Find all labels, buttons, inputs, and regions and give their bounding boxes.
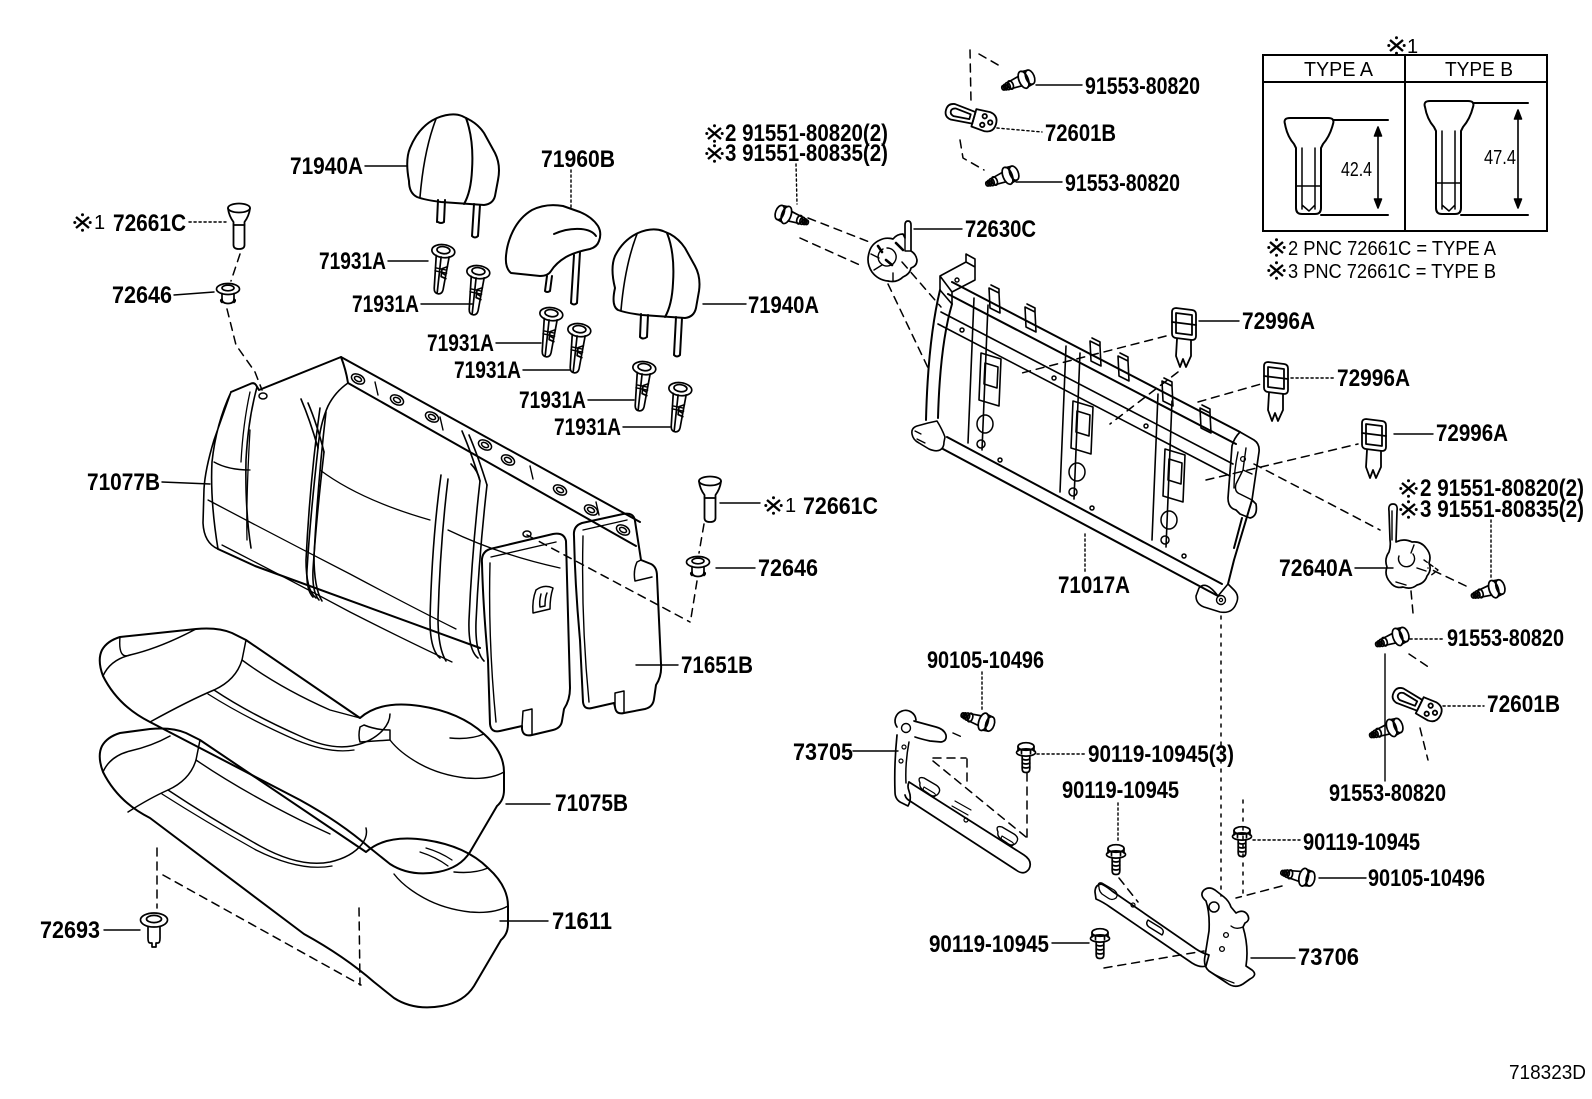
svg-text:91553-80820: 91553-80820 [1065, 170, 1180, 197]
svg-text:71075B: 71075B [555, 790, 628, 817]
svg-text:71651B: 71651B [681, 652, 753, 679]
svg-text:42.4: 42.4 [1341, 159, 1372, 181]
svg-text:TYPE B: TYPE B [1445, 59, 1513, 81]
svg-text:90105-10496: 90105-10496 [1368, 865, 1485, 892]
svg-text:72693: 72693 [40, 917, 100, 944]
svg-text:90119-10945: 90119-10945 [1062, 777, 1179, 804]
svg-text:TYPE A: TYPE A [1304, 59, 1374, 81]
svg-text:71077B: 71077B [87, 469, 160, 496]
svg-text:90119-10945: 90119-10945 [1303, 829, 1420, 856]
svg-text:72996A: 72996A [1436, 420, 1508, 447]
svg-text:2 91551-80820(2): 2 91551-80820(2) [1420, 475, 1584, 502]
svg-text:90105-10496: 90105-10496 [927, 647, 1044, 674]
svg-text:72630C: 72630C [965, 216, 1036, 243]
svg-text:71960B: 71960B [541, 146, 615, 173]
svg-text:72661C: 72661C [113, 210, 186, 237]
svg-text:71611: 71611 [552, 908, 612, 935]
svg-text:72996A: 72996A [1337, 365, 1410, 392]
svg-text:72601B: 72601B [1045, 120, 1116, 147]
svg-text:718323D: 718323D [1509, 1062, 1586, 1084]
svg-text:71017A: 71017A [1058, 572, 1130, 599]
svg-text:72661C: 72661C [803, 493, 878, 520]
svg-text:1: 1 [94, 212, 105, 234]
svg-text:71940A: 71940A [290, 153, 363, 180]
svg-text:71931A: 71931A [427, 330, 494, 357]
svg-text:73706: 73706 [1298, 944, 1359, 971]
svg-text:3 PNC 72661C = TYPE B: 3 PNC 72661C = TYPE B [1288, 261, 1496, 283]
svg-text:71931A: 71931A [319, 248, 386, 275]
svg-text:71931A: 71931A [519, 387, 586, 414]
svg-text:3 91551-80835(2): 3 91551-80835(2) [725, 140, 888, 167]
svg-text:71940A: 71940A [748, 292, 819, 319]
svg-text:71931A: 71931A [554, 414, 621, 441]
svg-text:72996A: 72996A [1242, 308, 1315, 335]
svg-text:1: 1 [785, 495, 796, 517]
svg-text:90119-10945(3): 90119-10945(3) [1088, 741, 1234, 768]
svg-text:2 PNC 72661C = TYPE A: 2 PNC 72661C = TYPE A [1288, 238, 1497, 260]
svg-text:47.4: 47.4 [1484, 147, 1516, 169]
svg-text:91553-80820: 91553-80820 [1085, 73, 1200, 100]
svg-text:73705: 73705 [793, 739, 853, 766]
svg-text:72601B: 72601B [1487, 691, 1560, 718]
svg-text:3 91551-80835(2): 3 91551-80835(2) [1420, 496, 1584, 523]
svg-text:1: 1 [1407, 36, 1418, 58]
svg-text:71931A: 71931A [352, 291, 419, 318]
svg-text:72640A: 72640A [1279, 555, 1353, 582]
svg-text:71931A: 71931A [454, 357, 521, 384]
svg-text:72646: 72646 [112, 282, 172, 309]
svg-text:2 91551-80820(2): 2 91551-80820(2) [725, 120, 888, 147]
svg-text:91553-80820: 91553-80820 [1329, 780, 1446, 807]
svg-text:72646: 72646 [758, 555, 818, 582]
svg-text:90119-10945: 90119-10945 [929, 931, 1049, 958]
svg-text:91553-80820: 91553-80820 [1447, 625, 1564, 652]
